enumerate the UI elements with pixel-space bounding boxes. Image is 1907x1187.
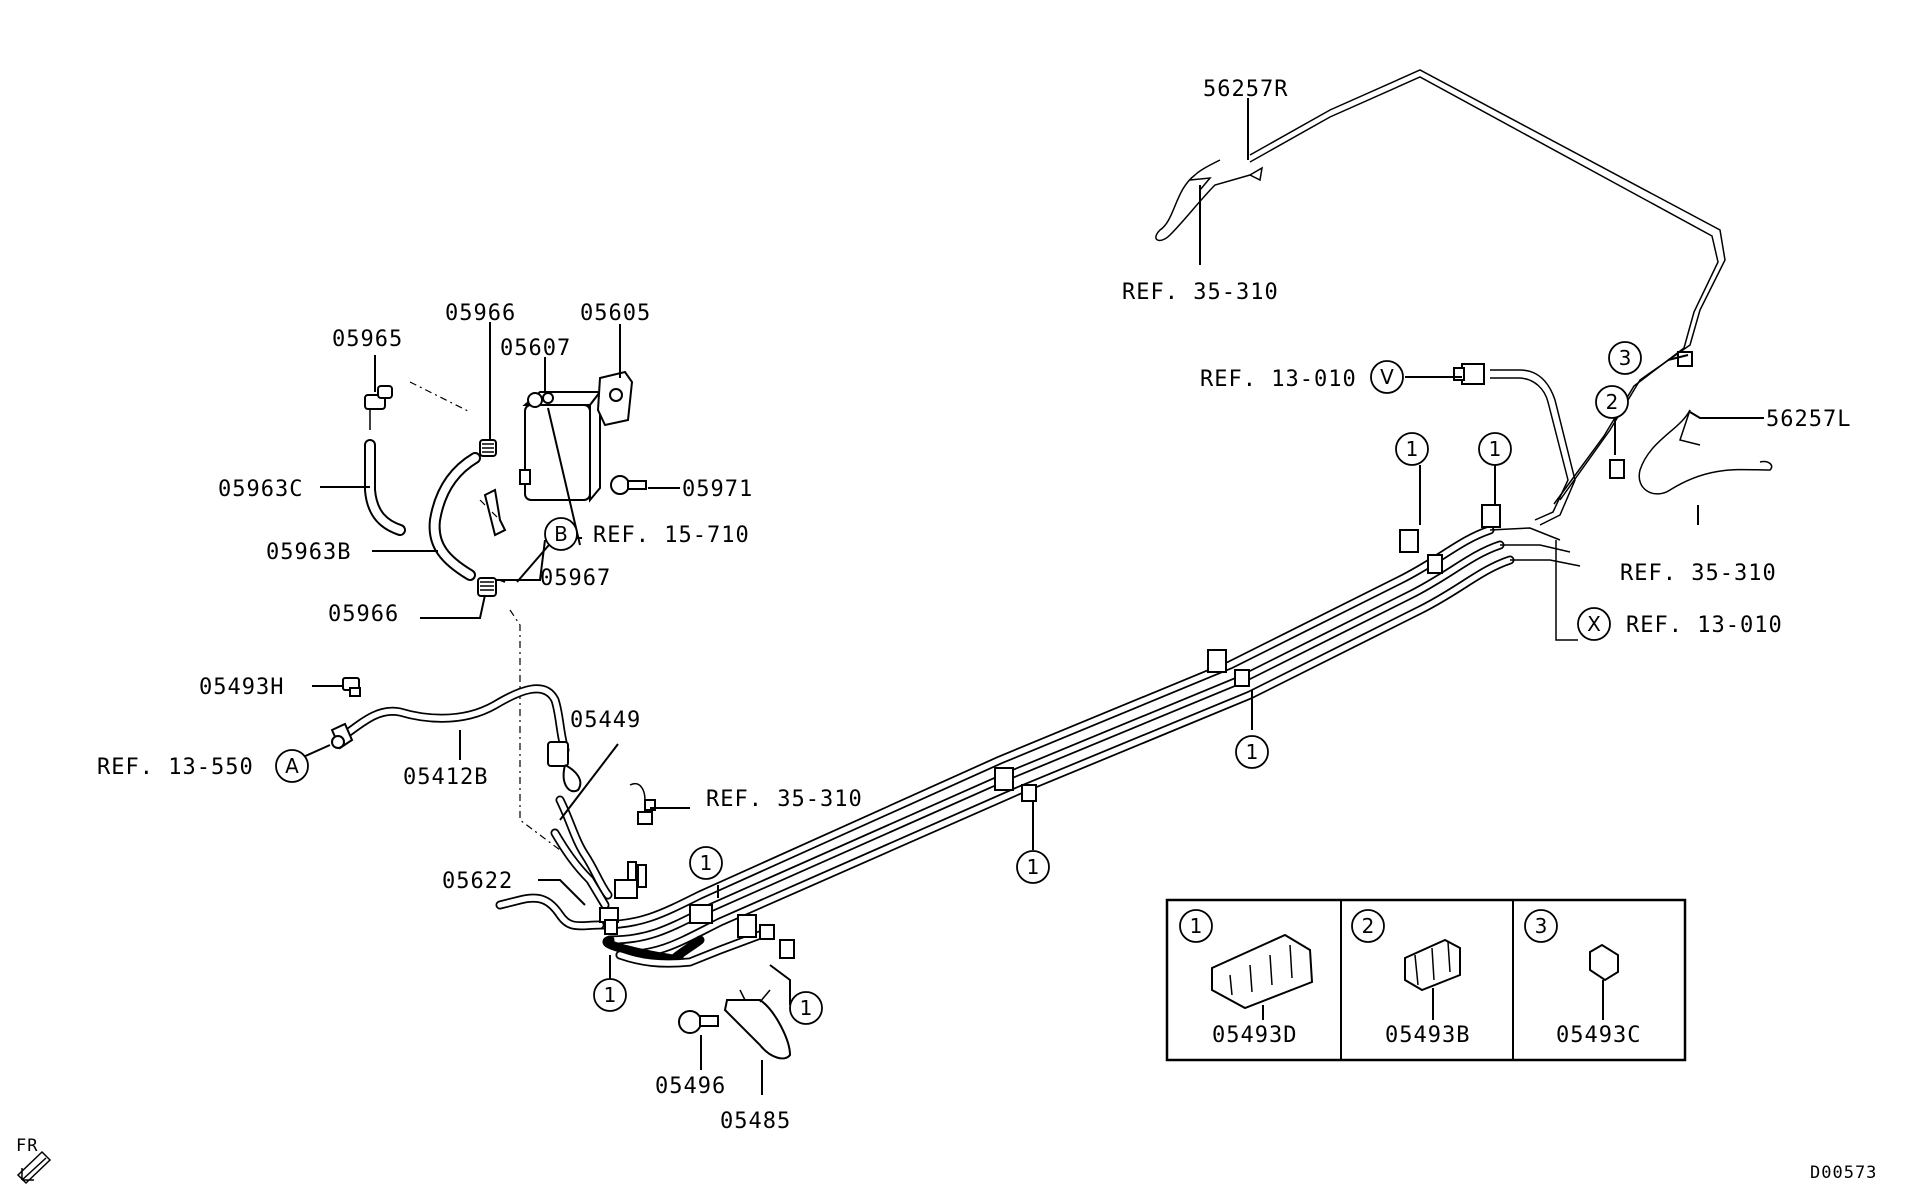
label-ref-35-310-mid: REF. 35-310 bbox=[706, 787, 863, 812]
svg-text:2: 2 bbox=[1606, 390, 1619, 414]
legend-cell-3: 3 05493C bbox=[1524, 909, 1641, 1048]
svg-text:1: 1 bbox=[1246, 740, 1259, 764]
callout-1-d: 1 bbox=[1016, 850, 1050, 884]
label-56257L: 56257L bbox=[1766, 407, 1851, 432]
svg-text:1: 1 bbox=[1190, 914, 1203, 938]
ref-x-bracket bbox=[1555, 540, 1578, 641]
label-05607: 05607 bbox=[500, 336, 571, 361]
front-arrow-icon bbox=[16, 1150, 52, 1185]
callout-1-e: 1 bbox=[689, 846, 723, 880]
label-05449: 05449 bbox=[570, 708, 641, 733]
svg-text:1: 1 bbox=[1406, 437, 1419, 461]
svg-text:A: A bbox=[285, 754, 299, 778]
label-05965: 05965 bbox=[332, 327, 403, 352]
ref-circle-x: X bbox=[1577, 607, 1611, 641]
clip-legend-table: 1 05493D 2 05493B 3 05493C bbox=[1165, 898, 1687, 1062]
bracket-05485 bbox=[723, 989, 792, 1060]
label-05963C: 05963C bbox=[218, 477, 303, 502]
callout-2-upper: 2 bbox=[1595, 385, 1629, 419]
callout-1-a: 1 bbox=[1395, 432, 1429, 466]
label-05493H: 05493H bbox=[199, 675, 284, 700]
rear-right-brake-hose bbox=[1155, 159, 1264, 242]
legend-cell-2: 2 05493B bbox=[1351, 909, 1470, 1048]
label-ref-15-710: REF. 15-710 bbox=[593, 523, 750, 548]
ref-circle-a: A bbox=[275, 749, 309, 783]
ref-circle-b: B bbox=[544, 517, 578, 551]
rear-left-brake-hose bbox=[1638, 409, 1773, 495]
svg-text:1: 1 bbox=[1489, 437, 1502, 461]
label-ref-35-310-right: REF. 35-310 bbox=[1620, 561, 1777, 586]
label-ref-13-010-v: REF. 13-010 bbox=[1200, 367, 1357, 392]
pipe-05622 bbox=[550, 795, 613, 910]
callout-1-c: 1 bbox=[1235, 735, 1269, 769]
bundle-clamps bbox=[994, 351, 1693, 802]
svg-text:3: 3 bbox=[1619, 346, 1632, 370]
label-ref-35-310-top: REF. 35-310 bbox=[1122, 280, 1279, 305]
svg-text:1: 1 bbox=[604, 983, 617, 1007]
callout-1-b: 1 bbox=[1478, 432, 1512, 466]
front-label: FR bbox=[16, 1136, 38, 1156]
pipe-05412B bbox=[330, 684, 570, 755]
callout-1-f: 1 bbox=[593, 978, 627, 1012]
legend-part-05493C: 05493C bbox=[1556, 1023, 1641, 1048]
legend-cell-1: 1 05493D bbox=[1179, 909, 1314, 1048]
callout-1-g: 1 bbox=[789, 991, 823, 1025]
main-pipe-bundle bbox=[595, 525, 1581, 960]
clip-05493D-shape bbox=[1211, 933, 1314, 1010]
label-ref-13-550: REF. 13-550 bbox=[97, 755, 254, 780]
label-05966-upper: 05966 bbox=[445, 301, 516, 326]
fuel-tank-line-v bbox=[1453, 363, 1576, 526]
hose-05963B bbox=[428, 452, 481, 581]
callout-3-upper: 3 bbox=[1608, 341, 1642, 375]
front-connectors bbox=[599, 861, 795, 959]
svg-text:X: X bbox=[1587, 612, 1601, 636]
clip-05449 bbox=[547, 741, 582, 793]
label-05412B: 05412B bbox=[403, 765, 488, 790]
clamp-05966-lower bbox=[477, 577, 497, 597]
clip-05493H bbox=[342, 677, 361, 697]
clip-05493C-shape bbox=[1589, 943, 1619, 982]
legend-part-05493B: 05493B bbox=[1385, 1023, 1470, 1048]
harness-connector-mid bbox=[629, 783, 656, 825]
front-direction-indicator: FR bbox=[16, 1136, 52, 1185]
label-ref-13-010-x: REF. 13-010 bbox=[1626, 613, 1783, 638]
hose-05963C bbox=[364, 439, 406, 536]
front-pipe-bends bbox=[495, 893, 765, 968]
svg-text:1: 1 bbox=[700, 851, 713, 875]
label-05971: 05971 bbox=[682, 477, 753, 502]
label-05485: 05485 bbox=[720, 1109, 791, 1134]
label-05963B: 05963B bbox=[266, 540, 351, 565]
svg-text:3: 3 bbox=[1535, 914, 1548, 938]
svg-text:1: 1 bbox=[1027, 855, 1040, 879]
svg-text:1: 1 bbox=[800, 996, 813, 1020]
legend-part-05493D: 05493D bbox=[1212, 1023, 1297, 1048]
connector-05965 bbox=[364, 385, 393, 430]
label-56257R: 56257R bbox=[1203, 77, 1288, 102]
label-05605: 05605 bbox=[580, 301, 651, 326]
phantom-lines bbox=[409, 381, 561, 851]
label-05622: 05622 bbox=[442, 869, 513, 894]
diagram-id: D00573 bbox=[1810, 1163, 1877, 1183]
svg-text:V: V bbox=[1380, 365, 1394, 389]
svg-text:2: 2 bbox=[1362, 914, 1375, 938]
svg-text:B: B bbox=[554, 522, 568, 546]
label-05496: 05496 bbox=[655, 1074, 726, 1099]
bolt-05496 bbox=[678, 1010, 719, 1034]
label-05967: 05967 bbox=[540, 566, 611, 591]
canister-assembly bbox=[483, 370, 647, 537]
ref-circle-v: V bbox=[1370, 360, 1404, 394]
label-05966-lower: 05966 bbox=[328, 602, 399, 627]
clamp-05966-upper bbox=[479, 439, 497, 457]
